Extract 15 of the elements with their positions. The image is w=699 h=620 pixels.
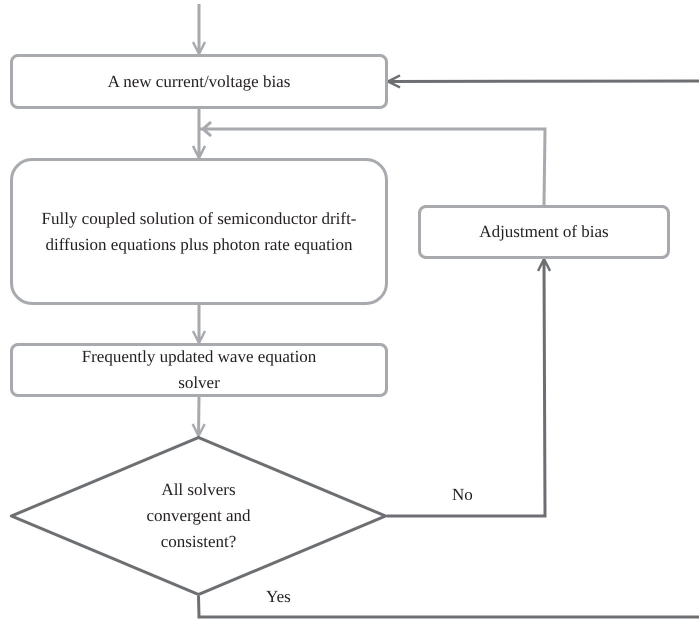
process-box	[10, 158, 388, 305]
arrow	[386, 74, 699, 89]
node-text: All solvers convergent and consistent?	[145, 479, 252, 553]
node-text: Frequently updated wave equation solver	[80, 346, 318, 394]
node-text: A new current/voltage bias	[108, 70, 290, 93]
arrow	[387, 258, 552, 518]
node-text: Adjustment of bias	[479, 221, 609, 243]
arrow	[191, 396, 206, 438]
node-text: Fully coupled solution of semiconductor drift-diffusion equations plus photon rate equation	[40, 208, 358, 256]
arrow	[192, 120, 547, 206]
arrow	[192, 4, 206, 56]
arrow	[192, 305, 206, 344]
process-box	[10, 343, 388, 397]
process-box	[418, 205, 670, 259]
process-box	[10, 54, 388, 109]
